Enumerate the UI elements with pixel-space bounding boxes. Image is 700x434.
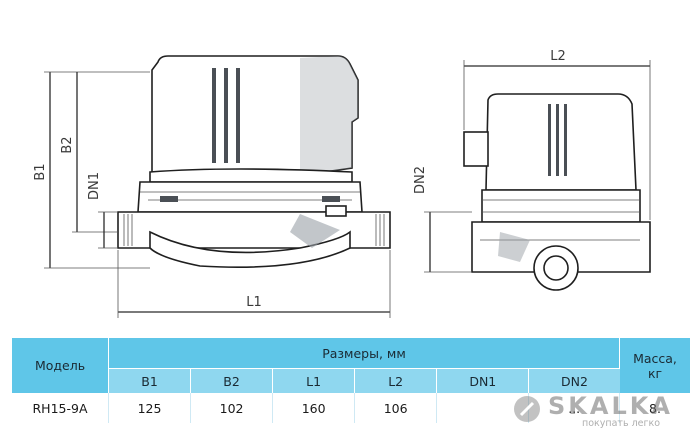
dim-label-l2: L2 (550, 49, 566, 64)
watermark-brand: SKALKA (548, 392, 673, 420)
header-sizes: Размеры, мм (108, 338, 620, 369)
dim-label-dn1: DN1 (87, 172, 102, 200)
header-mass: Масса, кг (619, 338, 690, 393)
column-header: DN2 (528, 368, 620, 393)
specifications-table: Модель Размеры, мм Масса, кг B1 B2 L1 L2… (12, 338, 690, 423)
cell-value (436, 393, 530, 423)
cell-model: RH15-9A (12, 393, 109, 423)
dim-label-b1: B1 (33, 163, 48, 180)
column-header: B2 (190, 368, 274, 393)
column-header: B1 (108, 368, 192, 393)
cell-value: 102 (190, 393, 274, 423)
pump-technical-drawing: B1 B2 DN1 L1 (33, 49, 651, 318)
side-view-dimensions: L2 DN2 (413, 49, 651, 273)
column-header: L2 (354, 368, 438, 393)
watermark-tagline: покупать легко (582, 418, 661, 429)
cell-value: 160 (272, 393, 356, 423)
watermark: SKALKA покупать легко (502, 392, 692, 429)
header-mass-line2: кг (647, 365, 663, 381)
watermark-logo-icon (514, 396, 540, 422)
dim-label-dn2: DN2 (413, 166, 428, 194)
cell-value: 125 (108, 393, 192, 423)
table-row: RH15-9A 125 102 160 106 ... 8. (12, 393, 690, 423)
cell-value: 106 (354, 393, 438, 423)
dim-label-b2: B2 (60, 136, 75, 153)
cell-mass: 8. (649, 400, 661, 416)
cell-value: ... (528, 393, 620, 423)
column-header: DN1 (436, 368, 530, 393)
dim-label-l1: L1 (246, 295, 262, 310)
column-header: L1 (272, 368, 356, 393)
header-mass-line1: Масса, (633, 350, 677, 366)
pump-side-view (463, 93, 651, 291)
front-view-dimensions: B1 B2 DN1 L1 (33, 71, 391, 318)
pump-front-view (117, 55, 391, 268)
header-model: Модель (12, 338, 109, 393)
